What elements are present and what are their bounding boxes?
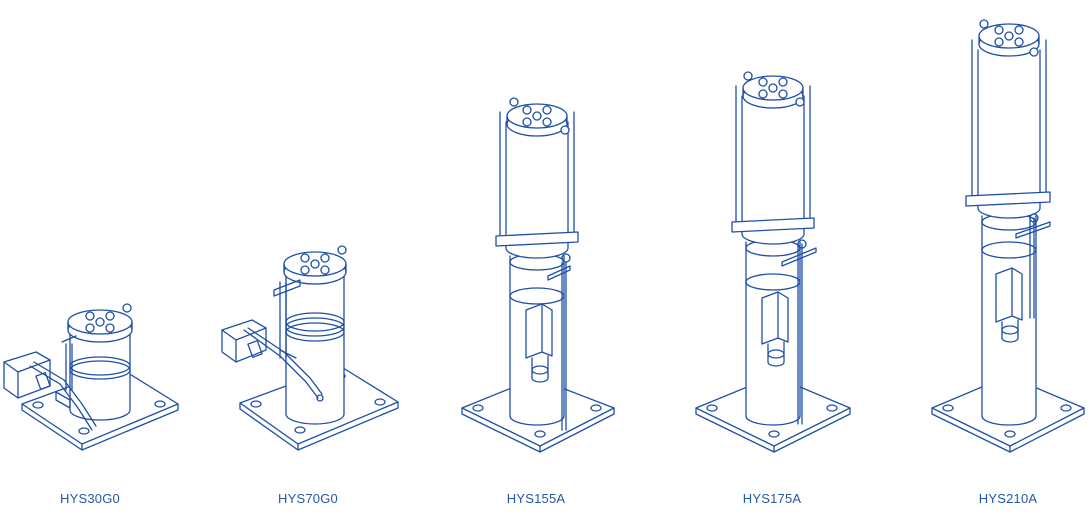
model-label-hys210a: HYS210A bbox=[978, 491, 1038, 506]
actuator-hys30g0-drawing bbox=[3, 303, 179, 451]
model-label-hys70g0: HYS70G0 bbox=[278, 491, 338, 506]
model-label-hys30g0: HYS30G0 bbox=[60, 491, 120, 506]
model-label-hys175a: HYS175A bbox=[742, 491, 802, 506]
actuator-hys210a-drawing bbox=[931, 19, 1085, 453]
actuator-hys70g0-drawing bbox=[221, 245, 399, 451]
actuator-hys175a-drawing bbox=[695, 71, 851, 453]
model-label-hys155a: HYS155A bbox=[506, 491, 566, 506]
actuator-hys155a-drawing bbox=[461, 97, 615, 453]
